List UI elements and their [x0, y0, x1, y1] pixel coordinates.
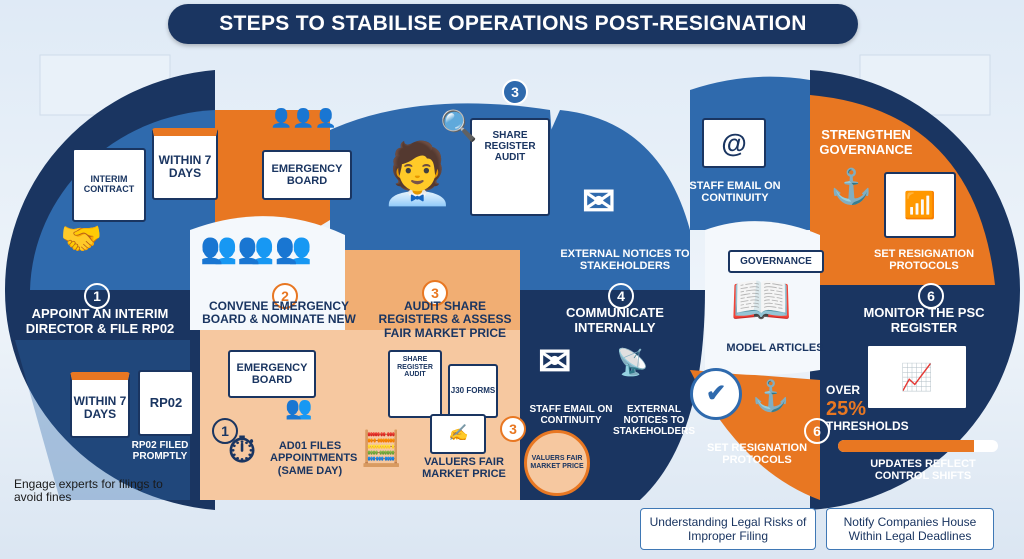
step-6-number: 6 [918, 283, 944, 309]
rp02-filed-label: RP02 FILED PROMPTLY [131, 440, 189, 463]
step-5-sub-number: 6 [804, 418, 830, 444]
clipboard-top-label: SHARE REGISTER AUDIT [484, 130, 536, 163]
magnifier-icon: 🔍 [440, 110, 478, 143]
anchor-icon-bottom: ⚓ [752, 380, 790, 413]
rp02-document-icon: RP02 [138, 370, 194, 436]
step-4-number: 4 [608, 283, 634, 309]
chart-monitor-icon: 📈 [866, 344, 968, 410]
auditor-with-magnifier-icon: 🧑‍💼 [380, 140, 455, 207]
step-3-heading: AUDIT SHARE REGISTERS & ASSESS FAIR MARK… [378, 299, 512, 340]
model-articles-label: MODEL ARTICLES [726, 342, 824, 354]
seal-label: VALUERS FAIR MARKET PRICE [530, 455, 584, 470]
governance-banner: GOVERNANCE [728, 250, 824, 274]
board-meeting-icon: 👥👥👥 [200, 232, 313, 265]
percent-label: 25% [826, 398, 867, 420]
set-protocols-top-label: SET RESIGNATION PROTOCOLS [873, 248, 975, 273]
interim-contract-label: INTERIM CONTRACT [83, 174, 135, 194]
step-2-sub-number: 1 [212, 418, 238, 444]
fair-market-seal: VALUERS FAIR MARKET PRICE [524, 430, 590, 496]
rp02-card-label: RP02 [149, 394, 183, 410]
calculator-icon: 🧮 [360, 430, 403, 468]
set-protocols-bottom-label: SET RESIGNATION PROTOCOLS [706, 442, 808, 467]
interim-contract-card: INTERIM CONTRACT [72, 148, 146, 222]
meeting-mini-icon: 👥 [285, 395, 313, 420]
signed-document: ✍ [430, 414, 486, 454]
envelope-icon-bottom: ✉ [538, 340, 572, 384]
step-1-note: Engage experts for filings to avoid fine… [14, 477, 163, 505]
handshake-icon: 🤝 [60, 220, 103, 258]
progress-bar [838, 440, 998, 452]
strengthen-governance-heading: STRENGTHEN GOVERNANCE [819, 127, 913, 157]
emergency-board-bottom-label: EMERGENCY BOARD [236, 361, 308, 386]
emergency-board-sign-top: EMERGENCY BOARD [262, 150, 352, 200]
emergency-board-sign-bottom: EMERGENCY BOARD [228, 350, 316, 398]
within-days-top-label: WITHIN 7 DAYS [158, 152, 212, 180]
notify-label: Notify Companies House Within Legal Dead… [843, 514, 977, 543]
clipboard-small-label: SHARE REGISTER AUDIT [397, 356, 433, 379]
legal-risks-box: Understanding Legal Risks of Improper Fi… [640, 508, 816, 550]
within-days-bottom-label: WITHIN 7 DAYS [73, 393, 127, 421]
emergency-board-top-label: EMERGENCY BOARD [271, 162, 343, 187]
step-3-sub-number: 3 [500, 416, 526, 442]
page-title: STEPS TO STABILISE OPERATIONS POST-RESIG… [168, 4, 858, 44]
external-bottom-label: EXTERNAL NOTICES TO STAKEHOLDERS [612, 404, 696, 438]
team-icon: 👤👤👤 [270, 108, 338, 128]
step-4-heading: COMMUNICATE INTERNALLY [566, 305, 664, 335]
calendar-icon-bottom: WITHIN 7 DAYS [70, 372, 130, 438]
share-register-clipboard-small: SHARE REGISTER AUDIT [388, 350, 442, 418]
progress-fill [838, 440, 974, 452]
updates-label: UPDATES REFLECT CONTROL SHIFTS [870, 458, 976, 483]
signal-screen-icon: 📶 [884, 172, 956, 238]
legal-risks-label: Understanding Legal Risks of Improper Fi… [649, 514, 807, 543]
notify-box: Notify Companies House Within Legal Dead… [826, 508, 994, 550]
external-notices-label: EXTERNAL NOTICES TO STAKEHOLDERS [560, 248, 690, 273]
staff-email-top-label: STAFF EMAIL ON CONTINUITY [689, 180, 781, 205]
thresholds-label: THRESHOLDS [826, 419, 909, 433]
step-2-number: 2 [272, 283, 298, 309]
valuers-label: VALUERS FAIR MARKET PRICE [422, 456, 506, 481]
step-6-heading: MONITOR THE PSC REGISTER [863, 305, 985, 335]
over-label: OVER [826, 383, 861, 397]
step-1-heading: APPOINT AN INTERIM DIRECTOR & FILE RP02 [25, 306, 175, 336]
share-register-clipboard: SHARE REGISTER AUDIT [470, 118, 550, 216]
verified-badge-icon: ✔ [690, 368, 742, 420]
envelope-icon: ✉ [582, 180, 616, 224]
email-at-icon: @ [702, 118, 766, 168]
anchor-icon: ⚓ [830, 168, 873, 206]
staff-email-bottom-label: STAFF EMAIL ON CONTINUITY [529, 404, 613, 427]
broadcast-icon: 📡 [616, 347, 649, 377]
step-3-top-badge: 3 [502, 79, 528, 105]
calendar-icon: WITHIN 7 DAYS [152, 128, 218, 200]
j30-forms-label: J30 FORMS [450, 385, 496, 395]
j30-forms-document: J30 FORMS [448, 364, 498, 418]
open-book-icon: 📖 [730, 272, 793, 328]
step-2-heading: CONVENE EMERGENCY BOARD & NOMINATE NEW [202, 299, 356, 327]
ad01-label: AD01 FILES APPOINTMENTS (SAME DAY) [270, 440, 358, 477]
step-1-number: 1 [84, 283, 110, 309]
step-3-number: 3 [422, 280, 448, 306]
